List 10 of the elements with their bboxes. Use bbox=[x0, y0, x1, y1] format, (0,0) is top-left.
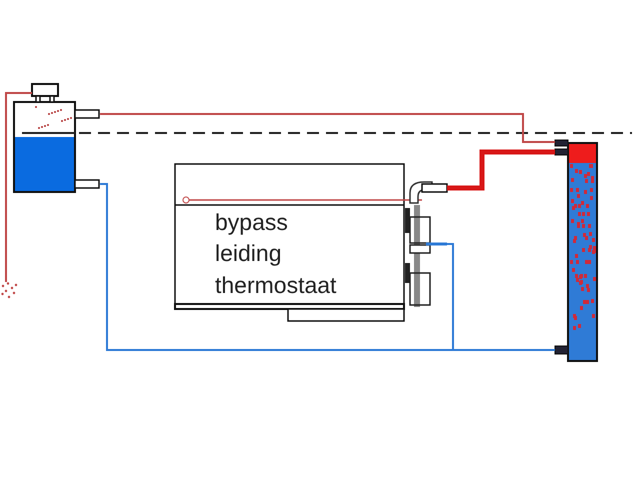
spray-drawing bbox=[1, 282, 18, 299]
coolant-hose bbox=[5, 92, 14, 282]
part-label: leiding bbox=[215, 242, 282, 265]
engine-block-drawing bbox=[174, 163, 447, 322]
part-label: thermostaat bbox=[215, 274, 336, 297]
expansion-tank-drawing bbox=[14, 83, 100, 192]
coolant-hose bbox=[100, 113, 555, 143]
radiator-drawing bbox=[555, 140, 598, 362]
coolant-hose bbox=[447, 150, 555, 190]
part-label: bypass bbox=[215, 211, 288, 234]
